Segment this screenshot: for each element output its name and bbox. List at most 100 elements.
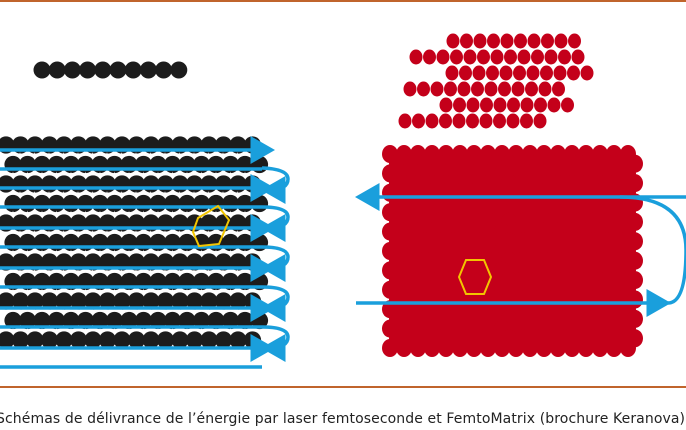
cavitation-bubble bbox=[176, 151, 183, 159]
cavitation-bubble bbox=[234, 229, 241, 237]
red-dot bbox=[477, 49, 490, 65]
cavitation-bubble bbox=[31, 307, 38, 315]
red-dot-cluster-top bbox=[398, 33, 594, 129]
black-dot bbox=[127, 331, 146, 349]
cavitation-bubble bbox=[190, 268, 198, 276]
cavitation-bubble bbox=[183, 288, 191, 295]
cavitation-bubble bbox=[24, 210, 31, 217]
cavitation-bubble bbox=[45, 229, 53, 237]
red-dot bbox=[498, 81, 511, 97]
cavitation-bubble bbox=[45, 151, 53, 159]
red-dot bbox=[459, 65, 472, 81]
black-dot bbox=[98, 331, 117, 349]
cavitation-bubble bbox=[140, 171, 147, 178]
cavitation-bubble bbox=[154, 327, 162, 334]
cavitation-bubble bbox=[219, 151, 227, 159]
cavitation-bubble bbox=[103, 268, 111, 276]
cavitation-bubble bbox=[125, 171, 133, 178]
cavitation-bubble bbox=[96, 288, 104, 295]
cavitation-bubble bbox=[154, 171, 162, 178]
red-dot bbox=[517, 49, 531, 65]
red-dot bbox=[424, 339, 440, 357]
cavitation-bubble bbox=[227, 249, 234, 256]
cavitation-bubble bbox=[183, 210, 191, 217]
cavitation-bubble bbox=[234, 307, 241, 315]
cavitation-bubble bbox=[89, 229, 96, 237]
red-dot bbox=[606, 339, 622, 357]
cavitation-bubble bbox=[45, 268, 53, 276]
cavitation-bubble bbox=[60, 229, 67, 237]
cavitation-bubble bbox=[67, 249, 75, 256]
black-dot bbox=[94, 61, 112, 79]
cavitation-bubble bbox=[147, 307, 154, 315]
black-dot bbox=[250, 194, 269, 213]
cavitation-bubble bbox=[67, 171, 75, 178]
black-dot bbox=[120, 311, 138, 330]
cavitation-bubble bbox=[125, 249, 133, 256]
red-dot bbox=[493, 113, 506, 129]
cavitation-bubble bbox=[118, 229, 125, 237]
red-tissue-block bbox=[382, 145, 643, 357]
red-dot bbox=[578, 339, 594, 357]
red-dot bbox=[410, 339, 426, 357]
cavitation-bubble bbox=[31, 190, 38, 198]
femtomatrix-panel bbox=[355, 33, 686, 357]
bottom-rule bbox=[0, 386, 686, 388]
red-dot bbox=[504, 49, 517, 65]
red-dot bbox=[520, 113, 533, 129]
cavitation-bubble bbox=[38, 288, 46, 295]
black-dot bbox=[0, 292, 15, 310]
red-dot bbox=[506, 113, 520, 129]
black-dot bbox=[26, 331, 44, 349]
black-dot bbox=[200, 292, 218, 310]
cavitation-bubble bbox=[111, 171, 118, 178]
scan-uturn bbox=[261, 325, 290, 362]
cavitation-bubble bbox=[161, 151, 169, 159]
cavitation-bubble bbox=[74, 268, 82, 276]
red-dot bbox=[423, 49, 436, 65]
red-dot bbox=[382, 339, 398, 357]
red-dot bbox=[513, 65, 526, 81]
red-dot bbox=[466, 97, 480, 113]
black-dot bbox=[63, 61, 81, 79]
red-dot bbox=[552, 81, 565, 97]
red-dot bbox=[466, 339, 482, 357]
black-dot bbox=[142, 331, 160, 349]
cavitation-bubble bbox=[132, 151, 140, 159]
cavitation-bubble bbox=[219, 190, 227, 198]
cavitation-bubble bbox=[161, 190, 169, 198]
cavitation-bubble bbox=[111, 288, 118, 295]
cavitation-bubble bbox=[111, 327, 118, 334]
black-dot bbox=[149, 311, 167, 330]
cavitation-bubble bbox=[147, 151, 154, 159]
red-dot bbox=[494, 339, 510, 357]
cavitation-bubble bbox=[161, 268, 169, 276]
red-dot bbox=[499, 65, 513, 81]
red-dot bbox=[472, 65, 486, 81]
cavitation-bubble bbox=[67, 288, 75, 295]
black-dot bbox=[40, 331, 59, 349]
black-dot bbox=[156, 292, 175, 310]
black-dot bbox=[91, 311, 109, 330]
cavitation-bubble bbox=[219, 268, 227, 276]
cavitation-bubble bbox=[74, 307, 82, 315]
red-dot bbox=[541, 33, 554, 49]
cavitation-bubble bbox=[74, 190, 82, 198]
cavitation-bubble bbox=[125, 327, 133, 334]
cavitation-bubble bbox=[176, 190, 183, 198]
cavitation-bubble bbox=[227, 210, 234, 217]
red-dot bbox=[439, 97, 453, 113]
cavitation-bubble bbox=[9, 210, 17, 217]
cavitation-bubble bbox=[9, 249, 17, 256]
black-dot bbox=[221, 311, 240, 330]
cavitation-bubble bbox=[198, 171, 205, 178]
cavitation-bubble bbox=[82, 288, 89, 295]
red-dot bbox=[444, 81, 457, 97]
red-dot bbox=[471, 81, 484, 97]
red-dot bbox=[409, 49, 423, 65]
red-dot bbox=[553, 65, 567, 81]
red-dot bbox=[452, 339, 468, 357]
black-dot bbox=[124, 61, 142, 79]
red-dot bbox=[522, 339, 538, 357]
black-dot-row-top bbox=[33, 61, 188, 79]
